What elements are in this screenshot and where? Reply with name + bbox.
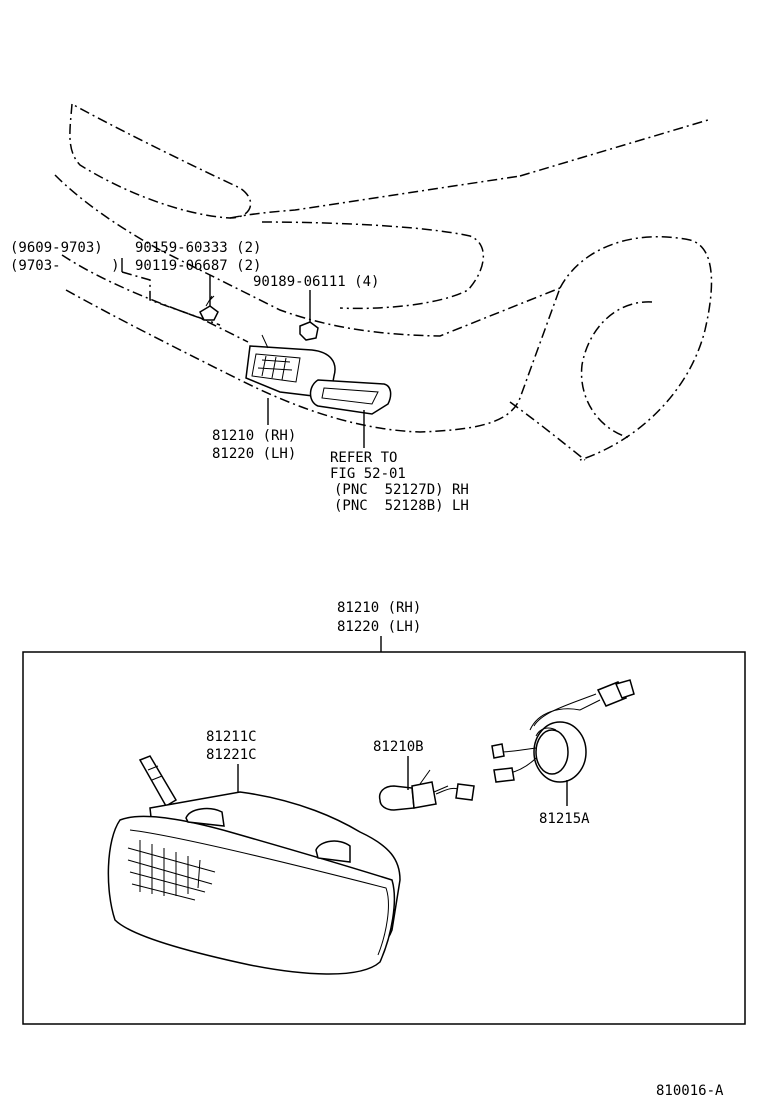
socket-part-label: 81215A (539, 811, 590, 827)
screw-part-label-2: 90119-06687 (2) (135, 258, 261, 274)
nut-icon (299, 321, 319, 341)
lamp-lens-housing (107, 755, 401, 975)
figure-code: 810016-A (656, 1083, 724, 1099)
exploded-view-frame (22, 651, 746, 1025)
date-code-label-2: (9703- ) (10, 258, 120, 274)
refer-label-4: (PNC 52128B) LH (334, 498, 469, 514)
socket-harness-icon (491, 679, 635, 783)
date-code-label-1: (9609-9703) (10, 240, 103, 256)
exploded-assembly-label-lh: 81220 (LH) (337, 619, 421, 635)
bulb-part-label: 81210B (373, 739, 424, 755)
refer-label-3: (PNC 52127D) RH (334, 482, 469, 498)
lens-housing-label-lh: 81221C (206, 747, 257, 763)
bumper-grille-cover (309, 379, 392, 415)
refer-label-1: REFER TO (330, 450, 397, 466)
vehicle-outline (54, 102, 713, 461)
lamp-assembly-label-lh: 81220 (LH) (212, 446, 296, 462)
lens-housing-label-rh: 81211C (206, 729, 257, 745)
screw-part-label-1: 90159-60333 (2) (135, 240, 261, 256)
lamp-assembly-label-rh: 81210 (RH) (212, 428, 296, 444)
exploded-assembly-label-rh: 81210 (RH) (337, 600, 421, 616)
refer-label-2: FIG 52-01 (330, 466, 406, 482)
nut-part-label: 90189-06111 (4) (253, 274, 379, 290)
bulb-icon (378, 769, 475, 811)
upper-leader-lines (121, 258, 365, 448)
screw-icon (199, 295, 219, 321)
